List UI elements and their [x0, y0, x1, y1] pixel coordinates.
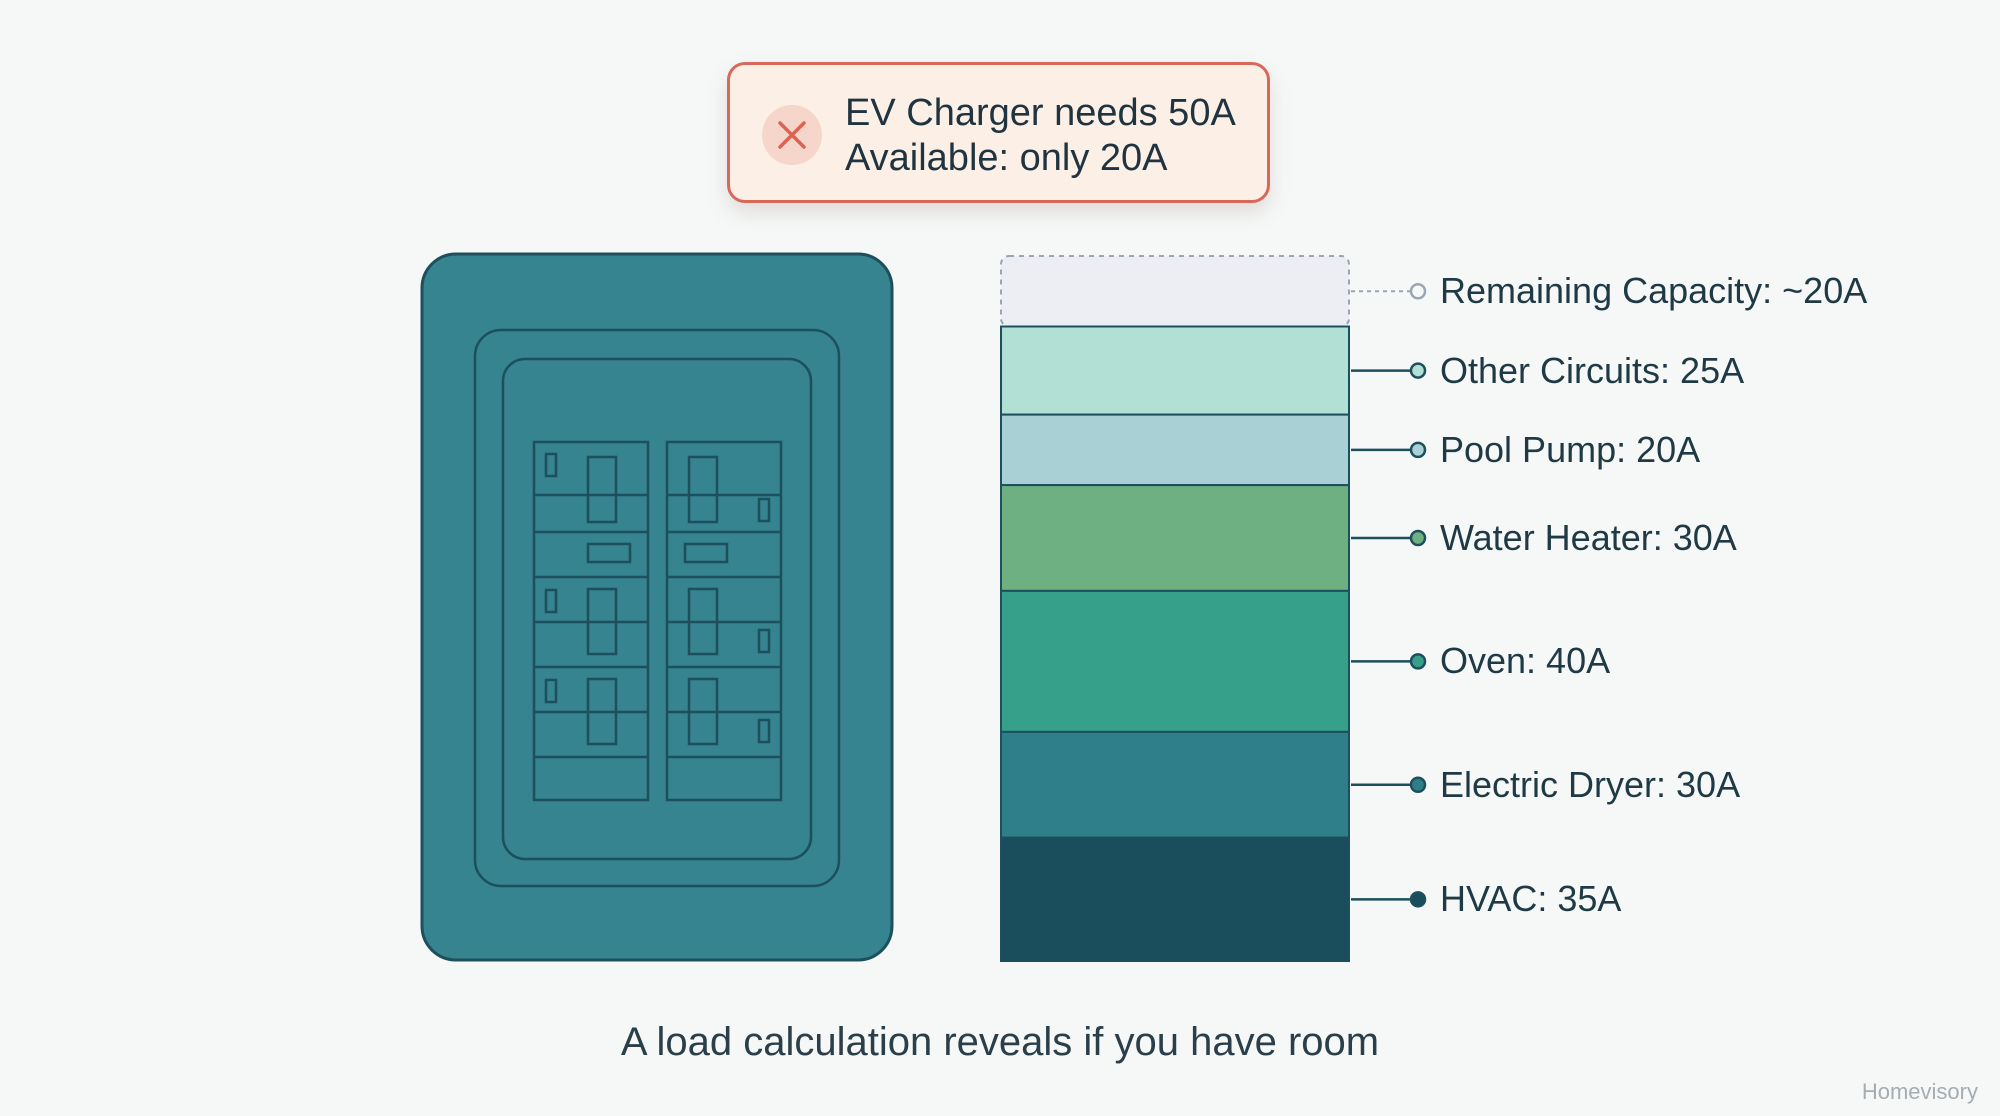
capacity-alert: EV Charger needs 50A Available: only 20A — [727, 62, 1270, 203]
breaker-panel-icon — [420, 252, 894, 962]
segment-water-heater — [1000, 484, 1350, 592]
segment-hvac — [1000, 836, 1350, 962]
marker-pool-pump — [1409, 441, 1427, 459]
label-remaining-capacity: Remaining Capacity: ~20A — [1440, 270, 1868, 312]
brand-watermark: Homevisory — [1861, 1079, 1978, 1104]
alert-line-need: EV Charger needs 50A — [845, 92, 1236, 134]
label-hvac: HVAC: 35A — [1440, 878, 1622, 920]
segment-oven — [1000, 589, 1350, 733]
marker-hvac — [1409, 891, 1427, 908]
label-water-heater: Water Heater: 30A — [1440, 517, 1737, 558]
segment-electric-dryer — [1000, 730, 1350, 839]
marker-oven — [1409, 653, 1427, 670]
alert-line-available: Available: only 20A — [845, 137, 1168, 179]
segment-pool-pump — [1000, 413, 1350, 487]
label-electric-dryer: Electric Dryer: 30A — [1440, 763, 1741, 805]
alert-message: EV Charger needs 50A Available: only 20A — [845, 91, 1236, 181]
marker-electric-dryer — [1409, 776, 1427, 793]
marker-other-circuits — [1409, 362, 1427, 379]
label-oven: Oven: 40A — [1440, 640, 1611, 682]
segment-other-circuits — [1000, 325, 1350, 416]
marker-water-heater — [1409, 529, 1427, 547]
caption: A load calculation reveals if you have r… — [620, 1020, 1380, 1064]
segment-remaining-capacity — [1000, 255, 1350, 328]
label-pool-pump: Pool Pump: 20A — [1440, 428, 1701, 470]
marker-remaining-capacity — [1409, 283, 1427, 300]
label-other-circuits: Other Circuits: 25A — [1440, 349, 1745, 391]
close-icon — [762, 105, 822, 165]
